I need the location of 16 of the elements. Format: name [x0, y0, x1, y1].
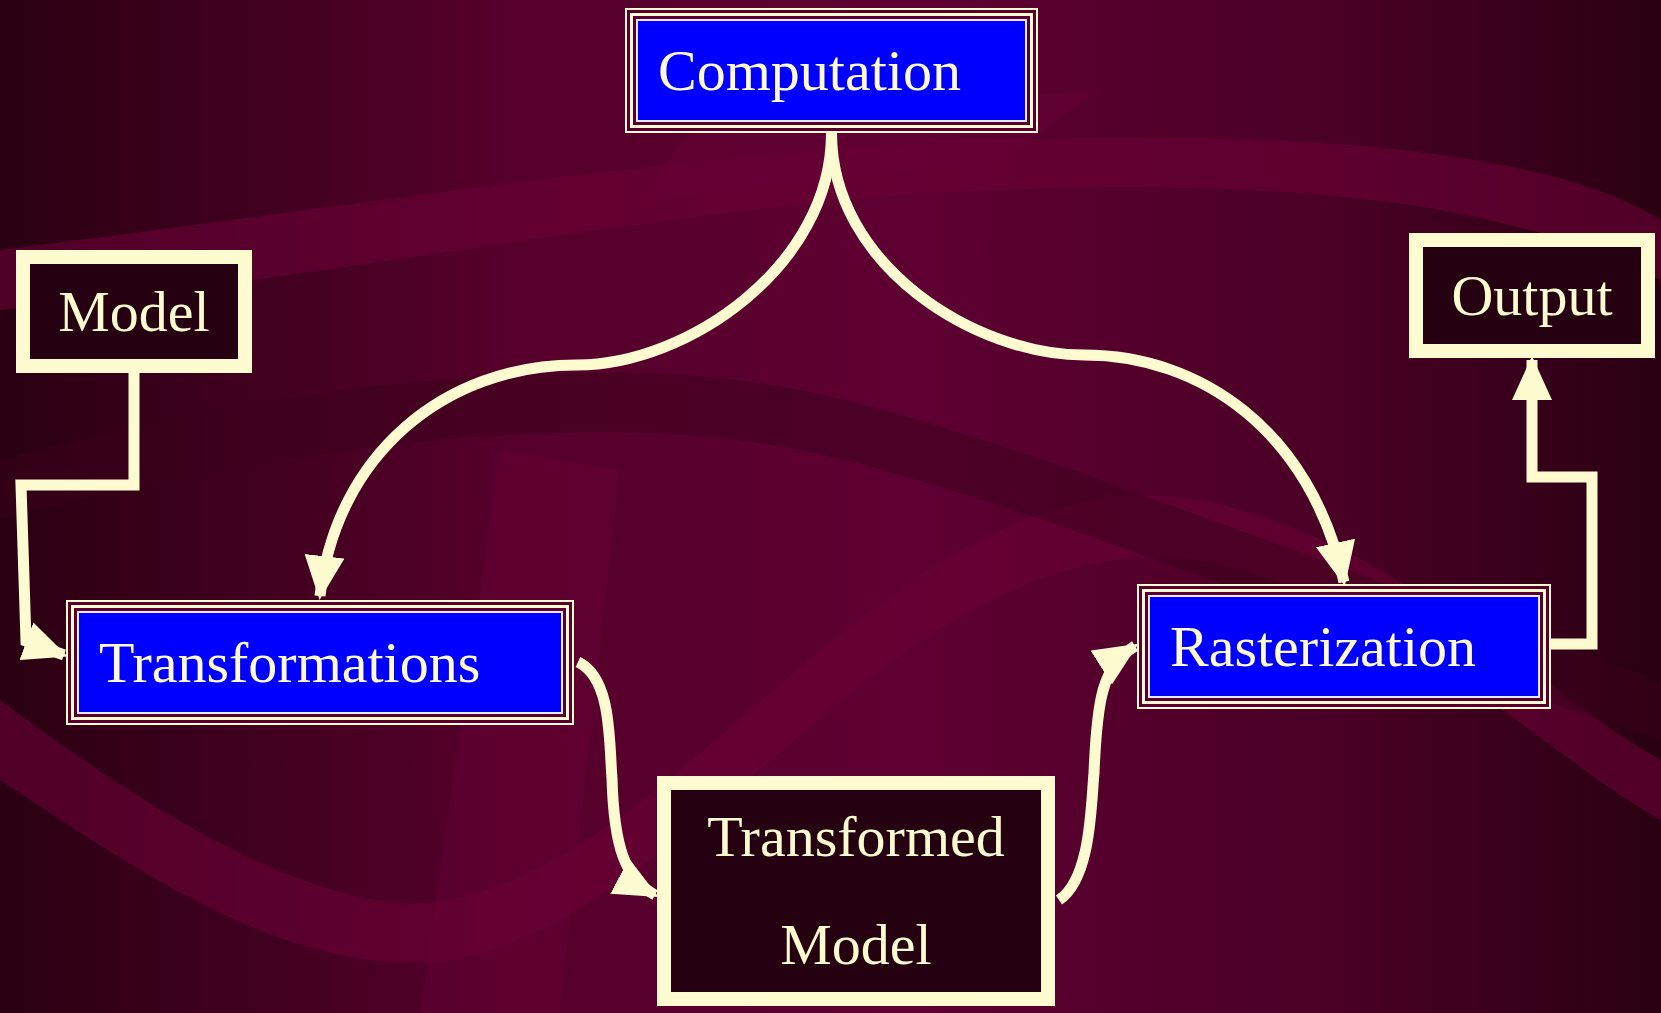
node-label: Rasterization	[1170, 617, 1476, 676]
process-box	[66, 600, 574, 725]
node-label: Output	[1451, 266, 1613, 325]
data-box	[16, 250, 252, 373]
node-label: Model	[58, 282, 210, 341]
data-box	[657, 776, 1055, 1006]
data-box	[1409, 233, 1655, 358]
arrow	[1512, 356, 1598, 650]
arrow	[575, 657, 659, 900]
node-label: Computation	[658, 41, 961, 100]
node-label: Transformed Model	[706, 803, 1006, 979]
process-box	[1137, 584, 1551, 709]
node-label: Transformations	[99, 633, 481, 692]
process-box	[625, 8, 1038, 133]
arrow	[15, 373, 140, 661]
arrow	[1055, 641, 1139, 905]
